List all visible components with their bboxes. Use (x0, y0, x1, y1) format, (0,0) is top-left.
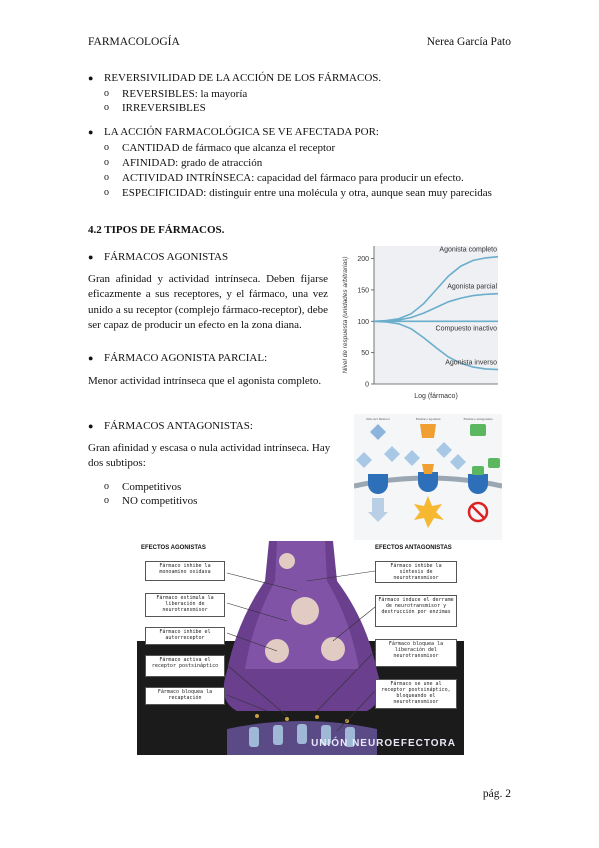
page-number: pág. 2 (482, 788, 511, 800)
drug-diamond-icon (436, 442, 452, 458)
x-axis-label: Log (fármaco) (414, 393, 458, 400)
list-item: REVERSIBLES: la mayoría (122, 88, 248, 100)
sub-bullet: o (104, 157, 109, 168)
antagonist-effect-box: Fármaco induce el derrame de neurotransm… (375, 595, 457, 627)
drug-diamond-icon (384, 446, 400, 462)
series-line-3 (373, 320, 499, 371)
y-tick-label: 200 (357, 256, 369, 263)
antagonist-drug-icon (488, 458, 500, 468)
antagonist-effects-title: EFECTOS ANTAGONISTAS (375, 545, 452, 551)
header-title: FARMACOLOGÍA (88, 36, 180, 48)
sub-bullet: o (104, 102, 109, 113)
plot-area (374, 246, 498, 384)
effect-arrow-icon (368, 498, 388, 522)
receptor-label: Fármaco agonista (416, 417, 441, 421)
drug-diamond-icon (356, 452, 372, 468)
bullet: ● (88, 421, 94, 431)
antagonist-drug-icon (470, 424, 486, 436)
subsection-title: FÁRMACOS AGONISTAS (104, 251, 229, 263)
subsection-title: FÁRMACOS ANTAGONISTAS: (104, 420, 253, 432)
list-item: IRREVERSIBLES (122, 102, 206, 114)
y-tick-label: 100 (357, 319, 369, 326)
sub-bullet: o (104, 142, 109, 153)
agonist-effect-box: Fármaco inhibe el autorreceptor (145, 627, 225, 645)
antagonist-effect-box: Fármaco bloquea la liberación del neurot… (375, 639, 457, 667)
agonist-drug-icon (420, 424, 436, 438)
paragraph: Gran afinidad y actividad intrínseca. De… (88, 273, 328, 332)
section-title: REVERSIVILIDAD DE LA ACCIÓN DE LOS FÁRMA… (104, 72, 382, 84)
sub-bullet: o (104, 495, 109, 506)
agonist-effect-box: Fármaco bloquea la recaptación (145, 687, 225, 705)
series-label: Agonista completo (439, 247, 497, 254)
receptor-icon (468, 474, 488, 494)
receptor-label: Sitio del fármaco (366, 417, 390, 421)
sub-bullet: o (104, 88, 109, 99)
section-title: LA ACCIÓN FARMACOLÓGICA SE VE AFECTADA P… (104, 126, 379, 138)
header-author: Nerea García Pato (426, 36, 511, 48)
antagonist-effect-box: Fármaco inhibe la síntesis de neurotrans… (375, 561, 457, 583)
subsection-title: FÁRMACO AGONISTA PARCIAL: (104, 352, 268, 364)
bullet: ● (88, 127, 94, 137)
neuroeffector-figure: EFECTOS AGONISTAS EFECTOS ANTAGONISTAS F… (137, 541, 464, 755)
agonist-effects-title: EFECTOS AGONISTAS (141, 545, 206, 551)
list-item: ESPECIFICIDAD: distinguir entre una molé… (122, 187, 492, 199)
agonist-effect-box: Fármaco estimula la liberación de neurot… (145, 593, 225, 617)
antagonist-drug-icon (472, 466, 484, 475)
bullet: ● (88, 73, 94, 83)
receptor-icon (368, 474, 388, 494)
y-tick-label: 50 (361, 350, 369, 357)
series-label: Agonista inverso (445, 360, 497, 367)
receptor-label: Fármaco antagonista (463, 417, 493, 421)
dose-response-chart: 0 50 100 150 200 Nivel de respuesta (unidades… (342, 246, 499, 400)
blocked-icon (467, 501, 489, 523)
sub-bullet: o (104, 172, 109, 183)
antagonist-effect-box: Fármaco se une al receptor postsináptico… (375, 679, 457, 709)
y-axis-label: Nivel de respuesta (unidades arbitrarias… (342, 256, 349, 373)
series-line-1 (374, 292, 499, 323)
list-item: AFINIDAD: grado de atracción (122, 157, 263, 169)
bullet: ● (88, 353, 94, 363)
list-item: CANTIDAD de fármaco que alcanza el recep… (122, 142, 336, 154)
agonist-effect-box: Fármaco inhibe la monoamino oxidasa (145, 561, 225, 581)
paragraph: Menor actividad intrínseca que el agonis… (88, 375, 322, 387)
agonist-drug-icon (422, 464, 434, 474)
series-label: Compuesto inactivo (436, 325, 498, 332)
activation-burst-icon (414, 496, 444, 528)
agonist-effect-box: Fármaco activa el receptor postsináptico (145, 655, 225, 677)
section-heading: 4.2 TIPOS DE FÁRMACOS. (88, 224, 225, 236)
series-line-0 (373, 255, 499, 323)
figure-caption: UNIÓN NEUROEFECTORA (311, 738, 456, 749)
paragraph: Gran afinidad y escasa o nula actividad … (88, 442, 331, 470)
sub-bullet: o (104, 187, 109, 198)
drug-diamond-icon (450, 454, 466, 470)
y-tick-label: 150 (357, 287, 369, 294)
receptor-icon (418, 472, 438, 492)
list-item: Competitivos (122, 481, 182, 493)
bullet: ● (88, 252, 94, 262)
series-label: Agonista parcial (447, 284, 497, 291)
drug-diamond-icon (370, 424, 386, 440)
receptor-diagram: Sitio del fármaco Fármaco agonista Fárma… (354, 414, 502, 540)
list-item: ACTIVIDAD INTRÍNSECA: capacidad del fárm… (122, 172, 464, 184)
list-item: NO competitivos (122, 495, 198, 507)
y-tick-label: 0 (365, 382, 369, 389)
drug-diamond-icon (404, 450, 420, 466)
sub-bullet: o (104, 481, 109, 492)
